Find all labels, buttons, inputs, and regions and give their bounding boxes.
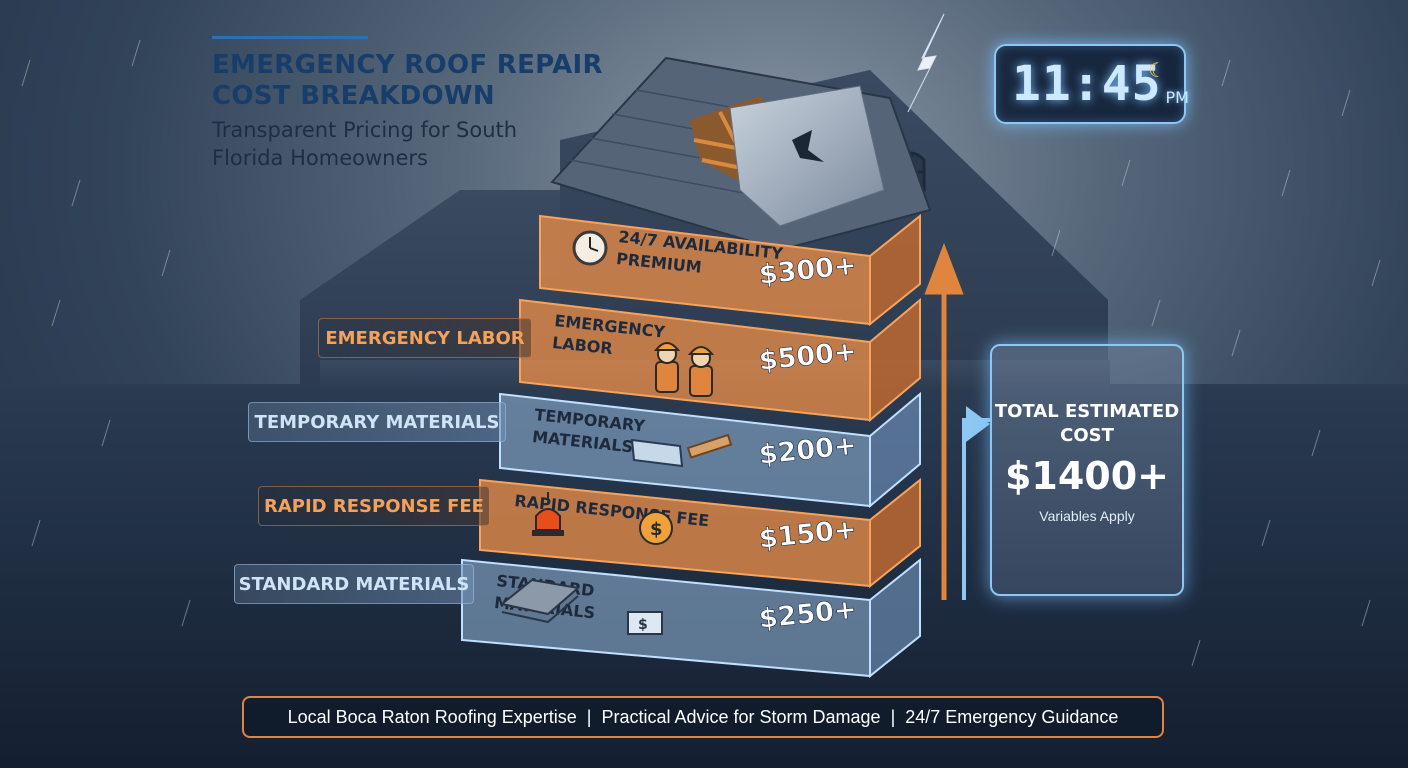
- tarp-lumber-icon: [630, 433, 733, 468]
- footer-item-2: Practical Advice for Storm Damage: [601, 706, 881, 727]
- side-label-temporary-materials: TEMPORARY MATERIALS: [248, 402, 506, 442]
- lightning-bolt-icon: [907, 13, 945, 113]
- svg-text:$: $: [650, 519, 663, 540]
- workers-icon: [653, 342, 715, 397]
- layer-side-face: [869, 391, 921, 509]
- svg-text:$: $: [638, 617, 648, 633]
- clock-icon: [572, 230, 608, 266]
- page-subtitle: Transparent Pricing for South Florida Ho…: [212, 118, 518, 170]
- clock-time: 11:45: [1012, 56, 1162, 112]
- layer-side-face: [869, 477, 921, 589]
- clock-ampm: PM: [1165, 87, 1189, 107]
- side-label-standard-materials: STANDARD MATERIALS: [234, 564, 474, 604]
- page-title: EMERGENCY ROOF REPAIR COST BREAKDOWN: [212, 50, 603, 111]
- digital-clock: 11:45 PM ☾: [994, 44, 1189, 124]
- moon-icon: ☾: [1148, 60, 1166, 82]
- side-label-emergency-labor: EMERGENCY LABOR: [318, 318, 532, 358]
- connector-arrow-icon: [966, 406, 990, 442]
- footer-separator: |: [890, 706, 896, 727]
- header-accent-bar: [212, 36, 368, 39]
- damaged-roof-icon: [550, 56, 932, 252]
- layer-side-face: [869, 213, 921, 327]
- total-note: Variables Apply: [1039, 508, 1135, 524]
- rain-streaks: [21, 39, 1381, 667]
- shingles-icon: $: [499, 578, 663, 635]
- footer-banner: Local Boca Raton Roofing Expertise | Pra…: [242, 696, 1164, 738]
- footer-separator: |: [586, 706, 592, 727]
- cost-layer: RAPID RESPONSE FEE$150+ $: [479, 477, 921, 589]
- footer-item-1: Local Boca Raton Roofing Expertise: [287, 706, 577, 727]
- siren-icon: $: [532, 492, 673, 545]
- total-value: $1400+: [1004, 454, 1170, 498]
- layer-side-face: [869, 297, 921, 423]
- side-label-rapid-response-fee: RAPID RESPONSE FEE: [258, 486, 490, 526]
- total-label: TOTAL ESTIMATED COST: [994, 401, 1180, 446]
- layer-side-face: [869, 557, 921, 679]
- total-cost-panel: TOTAL ESTIMATED COST $1400+ Variables Ap…: [990, 344, 1184, 596]
- footer-item-3: 24/7 Emergency Guidance: [905, 706, 1119, 727]
